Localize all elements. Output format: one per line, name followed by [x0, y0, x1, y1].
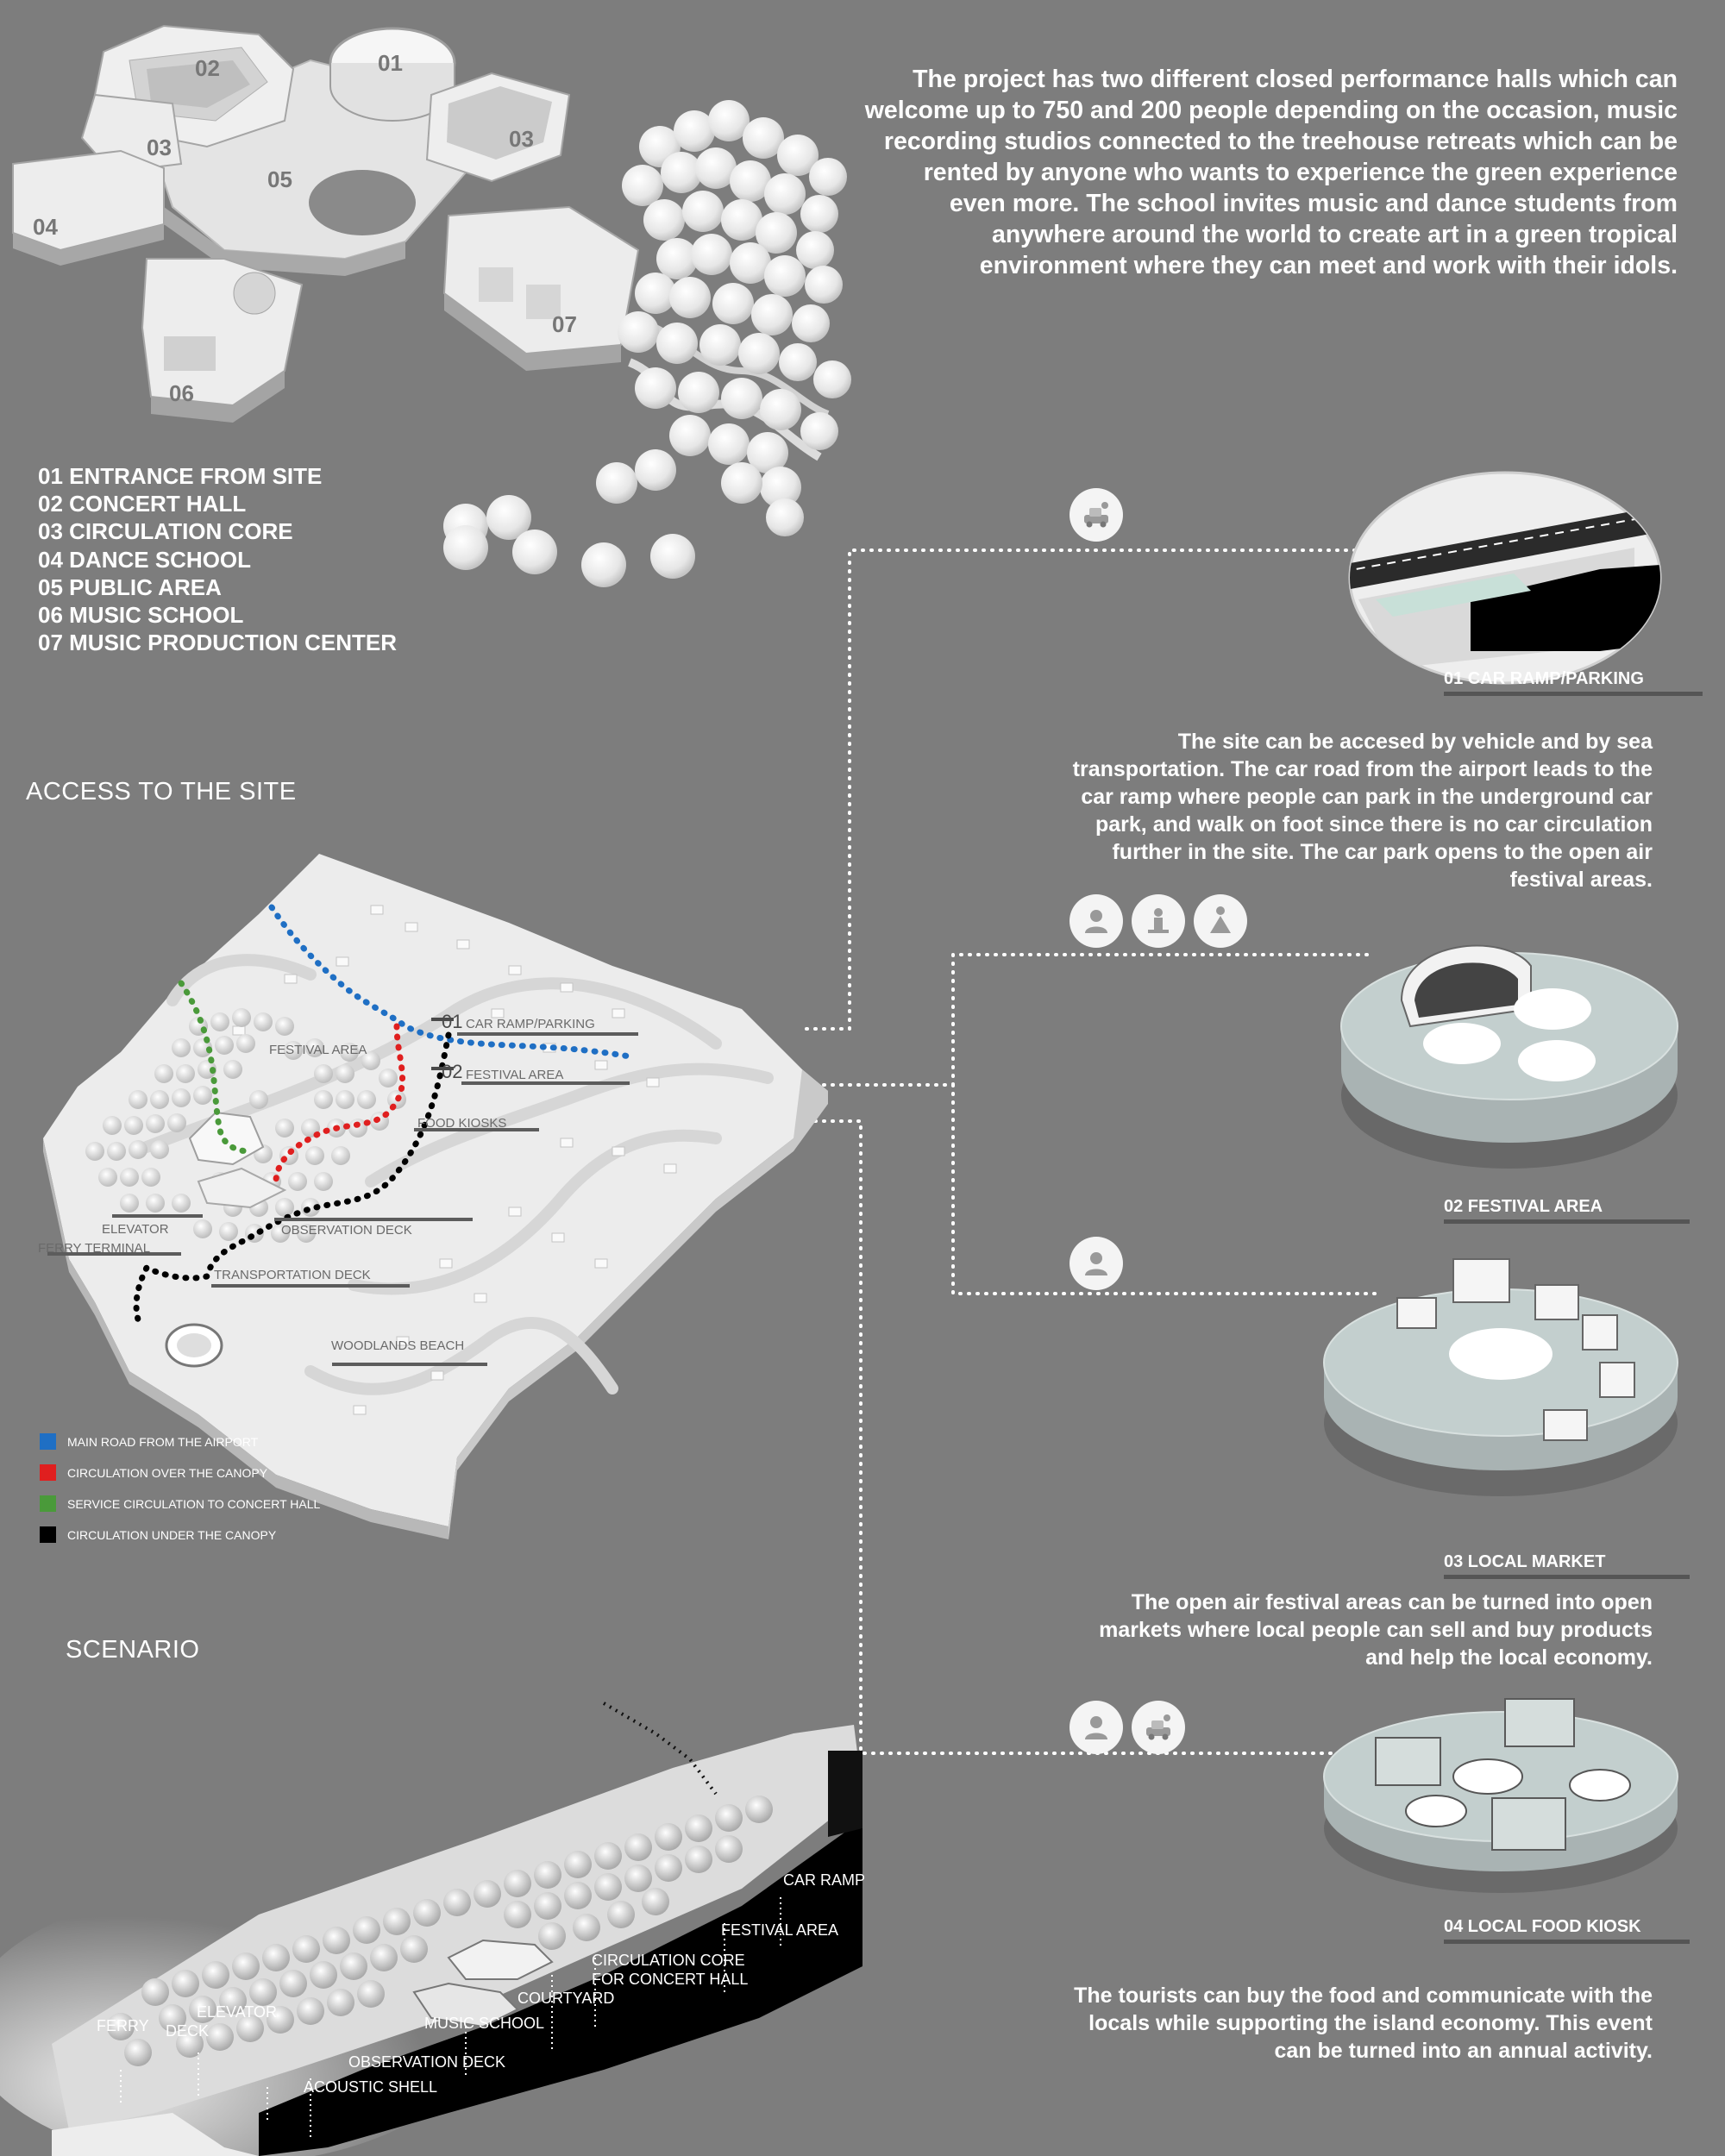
person-icon	[1070, 894, 1123, 948]
section-label-circulation-core: CIRCULATION CORE FOR CONCERT HALL	[592, 1951, 748, 1989]
legend-item: 04 DANCE SCHOOL	[38, 546, 252, 573]
local-market-illustration	[1323, 1258, 1678, 1496]
legend-item: 07 MUSIC PRODUCTION CENTER	[38, 630, 398, 656]
plan-number-02: 02	[195, 55, 220, 81]
key-item: CIRCULATION OVER THE CANOPY	[40, 1464, 320, 1481]
key-label: CIRCULATION UNDER THE CANOPY	[67, 1527, 277, 1542]
section-label-circulation-core-line2: FOR CONCERT HALL	[592, 1971, 749, 1988]
plan-number-03-right: 03	[509, 126, 534, 152]
scenario-section-drawing	[0, 1702, 862, 2156]
caption-underline	[1444, 1575, 1690, 1579]
site-plan-map	[43, 854, 828, 1539]
scenario-title: SCENARIO	[66, 1636, 200, 1664]
section-label-elevator: ELEVATOR	[197, 2003, 278, 2021]
dancer-icon	[1194, 894, 1247, 948]
map-label-festival-area-left: FESTIVAL AREA	[269, 1043, 367, 1057]
map-label-transportation-deck: TRANSPORTATION DECK	[214, 1268, 371, 1282]
key-item: SERVICE CIRCULATION TO CONCERT HALL	[40, 1495, 320, 1512]
section-label-acoustic-shell: ACOUSTIC SHELL	[304, 2078, 438, 2096]
section-label-ferry: FERRY	[97, 2017, 149, 2034]
map-label-festival-area: FESTIVAL AREA	[466, 1068, 564, 1082]
tree-group	[443, 100, 851, 587]
legend-item: 05 PUBLIC AREA	[38, 573, 222, 600]
map-label-ferry-terminal: FERRY TERMINAL	[38, 1241, 151, 1256]
section-label-circulation-core-line1: CIRCULATION CORE	[592, 1952, 745, 1969]
key-label: SERVICE CIRCULATION TO CONCERT HALL	[67, 1496, 321, 1511]
map-label-food-kiosks: FOOD KIOSKS	[417, 1116, 507, 1131]
plan-number-04: 04	[33, 214, 58, 240]
key-swatch	[40, 1464, 56, 1481]
caption-text: 03 LOCAL MARKET	[1444, 1552, 1606, 1571]
food-kiosk-illustration	[1323, 1698, 1678, 1893]
section-label-observation-deck: OBSERVATION DECK	[348, 2053, 506, 2071]
legend-item: 01 ENTRANCE FROM SITE	[38, 463, 323, 489]
key-label: CIRCULATION OVER THE CANOPY	[67, 1465, 268, 1480]
map-label-elevator: ELEVATOR	[102, 1222, 169, 1237]
plan-number-05: 05	[267, 166, 292, 192]
caption-underline	[1444, 1219, 1690, 1224]
key-item: CIRCULATION UNDER THE CANOPY	[40, 1526, 320, 1543]
key-item: MAIN ROAD FROM THE AIRPORT	[40, 1433, 320, 1450]
legend-item: 03 CIRCULATION CORE	[38, 518, 293, 545]
map-label-observation-deck: OBSERVATION DECK	[281, 1223, 412, 1238]
caption-underline	[1444, 1940, 1690, 1944]
map-label-festival-number: 02	[442, 1061, 463, 1082]
access-title: ACCESS TO THE SITE	[26, 778, 297, 805]
legend-item: 02 CONCERT HALL	[38, 491, 247, 517]
scenario-caption-2: 02 FESTIVAL AREA	[1444, 1197, 1690, 1224]
caption-text: 04 LOCAL FOOD KIOSK	[1444, 1917, 1641, 1936]
person-icon	[1070, 1237, 1123, 1290]
scenario-3-description: The open air festival areas can be turne…	[1099, 1590, 1653, 1670]
car-ramp-illustration	[1348, 471, 1662, 685]
section-label-festival-area: FESTIVAL AREA	[721, 1921, 839, 1939]
plan-number-06: 06	[169, 380, 194, 406]
key-swatch	[40, 1495, 56, 1512]
map-label-car-ramp: CAR RAMP/PARKING	[466, 1017, 595, 1031]
caption-text: 02 FESTIVAL AREA	[1444, 1197, 1603, 1216]
plan-number-01: 01	[378, 50, 403, 76]
vehicle-icon	[1070, 488, 1123, 542]
caption-text: 01 CAR RAMP/PARKING	[1444, 669, 1644, 688]
scenario-caption-1: 01 CAR RAMP/PARKING	[1444, 669, 1703, 696]
festival-area-illustration	[1340, 944, 1678, 1169]
section-label-music-school: MUSIC SCHOOL	[424, 2015, 545, 2032]
building-axonometric-plan: 01 02 03 03 04 05 06 07	[12, 24, 851, 587]
project-description: The project has two different closed per…	[864, 66, 1678, 279]
scenario-4-description: The tourists can buy the food and commun…	[1074, 1984, 1653, 2063]
section-label-car-ramp: CAR RAMP	[783, 1871, 866, 1889]
plan-number-07: 07	[552, 311, 577, 337]
performer-icon	[1132, 894, 1185, 948]
caption-underline	[1444, 692, 1703, 696]
person-icon	[1070, 1701, 1123, 1754]
key-swatch	[40, 1433, 56, 1450]
circulation-key: MAIN ROAD FROM THE AIRPORT CIRCULATION O…	[40, 1433, 320, 1543]
scenario-caption-4: 04 LOCAL FOOD KIOSK	[1444, 1917, 1690, 1944]
section-label-courtyard: COURTYARD	[518, 1990, 615, 2007]
key-swatch	[40, 1526, 56, 1543]
program-legend: 01 ENTRANCE FROM SITE 02 CONCERT HALL 03…	[38, 462, 397, 656]
plan-number-03-left: 03	[147, 135, 172, 160]
map-label-woodlands-beach: WOODLANDS BEACH	[331, 1338, 465, 1353]
key-label: MAIN ROAD FROM THE AIRPORT	[67, 1434, 259, 1449]
section-label-deck: DECK	[166, 2022, 210, 2040]
legend-item: 06 MUSIC SCHOOL	[38, 602, 244, 629]
scenario-1-description: The site can be accesed by vehicle and b…	[1072, 730, 1653, 892]
vehicle-icon	[1132, 1701, 1185, 1754]
map-label-car-ramp-number: 01	[442, 1011, 463, 1032]
scenario-caption-3: 03 LOCAL MARKET	[1444, 1552, 1690, 1579]
